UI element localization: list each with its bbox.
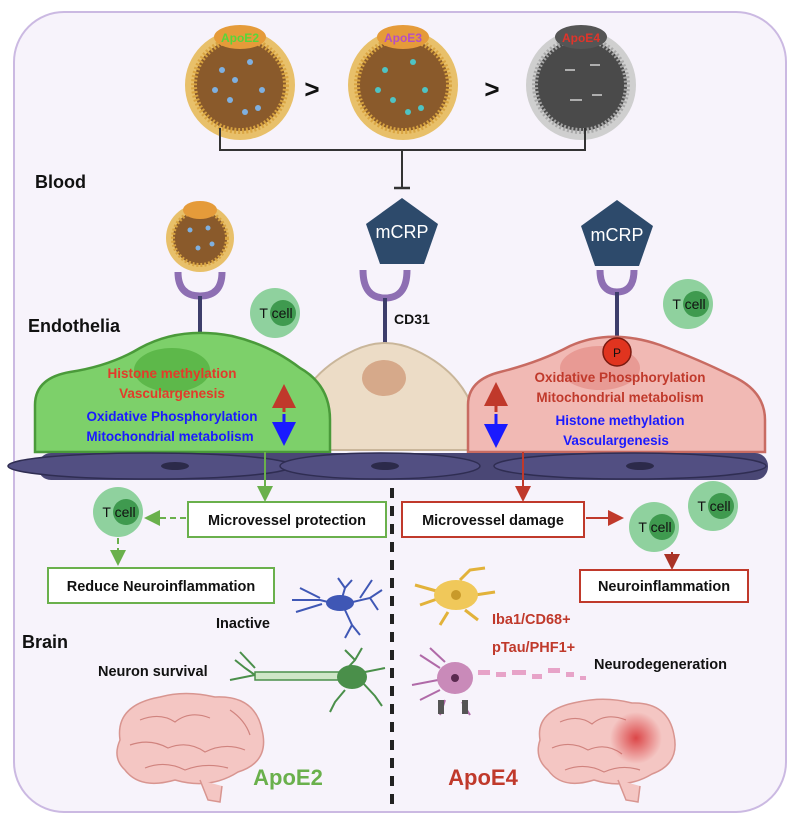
inflamed-brain-icon [537,698,676,803]
tangle-fragment [462,700,468,714]
endothelia-label: Endothelia [28,316,121,336]
neuron-survival-label: Neuron survival [98,664,208,680]
right-down-1: Histone methylation [555,413,684,428]
apoe2-lipoprotein [185,25,295,140]
microvessel-damage-label: Microvessel damage [422,513,564,529]
apoe4-lipoprotein [526,25,636,140]
left-down-2: Mitochondrial metabolism [86,429,253,444]
left-cell-nucleus [134,348,210,392]
marker-ptau-phf1: pTau/PHF1+ [492,640,575,656]
tcell-left-lower [93,487,143,537]
reduce-neuroinflammation-label: Reduce Neuroinflammation [67,579,256,595]
left-up-1: Histone methylation [107,366,236,381]
right-mcrp-label: mCRP [591,225,644,245]
right-down-2: Vasculargenesis [563,433,669,448]
apoe2-genotype-label: ApoE2 [253,765,323,790]
left-down-1: Oxidative Phosphorylation [86,409,257,424]
neuron-fragments [478,668,586,680]
apoe2-label: ApoE2 [221,31,259,45]
phosphorylation-label: P [613,346,621,360]
tcell-label: T cell [102,504,135,520]
marker-iba1-cd68: Iba1/CD68+ [492,612,571,628]
tcell-label: T cell [259,305,292,321]
tcell-label: T cell [672,296,705,312]
greater-than-sign: > [304,74,319,104]
right-endothelial-cell [466,335,767,454]
tcell-right-upper [663,279,713,329]
apoe4-genotype-label: ApoE4 [448,765,518,790]
greater-than-sign: > [484,74,499,104]
basement-membrane [7,452,768,480]
tangle-fragment [438,700,444,714]
microvessel-protection-box [187,501,387,538]
bound-apoe2-lipoprotein [166,201,234,272]
healthy-neuron-body [337,665,367,689]
neuroinflammation-label: Neuroinflammation [598,579,730,595]
tcell-label: T cell [638,519,671,535]
microvessel-damage-box [401,501,585,538]
healthy-neuron-axon [254,671,346,681]
neuroinflammation-box [579,569,749,603]
reduce-neuroinflammation-box [47,567,275,604]
tcell-right-lower-1 [629,502,679,552]
right-up-2: Mitochondrial metabolism [536,390,703,405]
apoe3-label: ApoE3 [384,31,422,45]
apoe3-lipoprotein [348,25,458,140]
right-mcrp-pentagon [581,200,653,266]
left-up-2: Vasculargenesis [119,386,225,401]
cd31-label: CD31 [394,311,430,327]
neurodegeneration-label: Neurodegeneration [594,657,727,673]
degenerating-neuron-nucleus [451,674,459,682]
inactive-microglia-body [326,595,354,611]
healthy-brain-icon [116,692,265,803]
phosphorylation-badge [602,337,632,367]
left-endothelial-cell [33,331,332,454]
tcell-right-lower-2 [688,481,738,531]
brain-label: Brain [22,632,68,652]
blood-label: Blood [35,172,86,192]
tcell-left-upper [250,288,300,338]
right-up-1: Oxidative Phosphorylation [534,370,705,385]
microvessel-protection-label: Microvessel protection [208,513,366,529]
center-cell-nucleus [362,360,406,396]
activated-microglia-nucleus [451,590,461,600]
center-mcrp-pentagon [366,198,438,264]
tcell-label: T cell [697,498,730,514]
apoe4-label: ApoE4 [562,31,600,45]
inactive-label: Inactive [216,616,270,632]
center-mcrp-label: mCRP [376,222,429,242]
